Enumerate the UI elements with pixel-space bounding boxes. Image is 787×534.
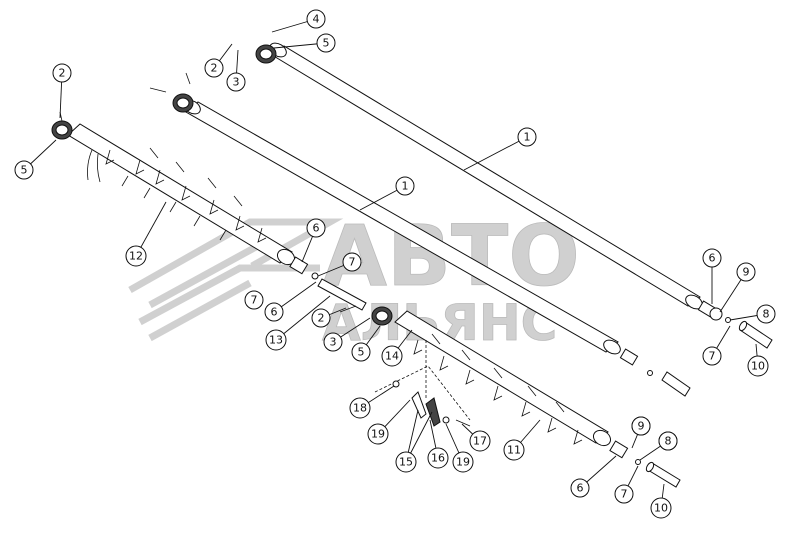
callout-label: 14 (385, 350, 399, 363)
callout-label: 9 (638, 420, 645, 433)
callout-label: 2 (211, 62, 218, 75)
callout-16: 16 (427, 447, 449, 469)
callout-label: 7 (709, 350, 716, 363)
callout-9: 9 (631, 416, 651, 436)
callout-15: 15 (395, 451, 417, 473)
callout-label: 13 (269, 334, 283, 347)
callout-13: 13 (265, 329, 287, 351)
callout-label: 5 (323, 37, 330, 50)
callout-14: 14 (381, 345, 403, 367)
callout-label: 3 (233, 76, 240, 89)
finger-shaft-upper (51, 111, 367, 311)
callout-6: 6 (570, 478, 590, 498)
callout-5: 5 (14, 160, 34, 180)
callout-label: 15 (399, 456, 413, 469)
callout-7: 7 (244, 290, 264, 310)
watermark: АВТО АЛЬЯНС (128, 207, 580, 352)
callout-label: 17 (473, 435, 487, 448)
callout-label: 7 (349, 256, 356, 269)
callout-12: 12 (125, 245, 147, 267)
callout-1: 1 (517, 127, 537, 147)
callout-2: 2 (52, 63, 72, 83)
callout-5: 5 (316, 33, 336, 53)
callout-3: 3 (226, 72, 246, 92)
callout-label: 7 (251, 294, 258, 307)
callout-1: 1 (395, 176, 415, 196)
callout-label: 9 (743, 266, 750, 279)
callout-label: 6 (271, 306, 278, 319)
callout-19: 19 (452, 451, 474, 473)
callout-label: 1 (402, 180, 409, 193)
callout-label: 1 (524, 131, 531, 144)
callout-label: 16 (431, 452, 445, 465)
callout-11: 11 (503, 439, 525, 461)
callout-label: 5 (358, 346, 365, 359)
watermark-logo (128, 218, 344, 342)
callout-2: 2 (204, 58, 224, 78)
callout-label: 7 (621, 488, 628, 501)
callout-label: 8 (665, 435, 672, 448)
callout-label: 3 (330, 336, 337, 349)
callout-17: 17 (469, 430, 491, 452)
callout-label: 6 (577, 482, 584, 495)
callout-label: 2 (59, 67, 66, 80)
callout-label: 12 (129, 250, 143, 263)
callout-8: 8 (658, 431, 678, 451)
callout-label: 6 (313, 222, 320, 235)
callout-label: 2 (318, 312, 325, 325)
finger-shaft-lower (339, 305, 681, 488)
callout-6: 6 (702, 248, 722, 268)
callout-6: 6 (306, 218, 326, 238)
callout-19: 19 (367, 423, 389, 445)
callout-10: 10 (650, 497, 672, 519)
callout-7: 7 (702, 346, 722, 366)
callout-5: 5 (351, 342, 371, 362)
callout-7: 7 (614, 484, 634, 504)
callout-3: 3 (323, 332, 343, 352)
callout-label: 10 (751, 360, 765, 373)
callout-2: 2 (311, 308, 331, 328)
callout-label: 18 (353, 402, 367, 415)
callout-7: 7 (342, 252, 362, 272)
callout-18: 18 (349, 397, 371, 419)
callout-label: 4 (313, 13, 320, 26)
callout-6: 6 (264, 302, 284, 322)
callout-label: 11 (507, 444, 521, 457)
upper-tube (255, 42, 773, 349)
callout-9: 9 (736, 262, 756, 282)
callout-10: 10 (747, 355, 769, 377)
callout-label: 10 (654, 502, 668, 515)
callout-label: 19 (456, 456, 470, 469)
callout-8: 8 (756, 304, 776, 324)
callout-label: 19 (371, 428, 385, 441)
callout-label: 5 (21, 164, 28, 177)
middle-tube (149, 72, 691, 397)
callout-4: 4 (306, 9, 326, 29)
callout-label: 8 (763, 308, 770, 321)
finger-detail-group (374, 340, 471, 427)
callout-label: 6 (709, 252, 716, 265)
